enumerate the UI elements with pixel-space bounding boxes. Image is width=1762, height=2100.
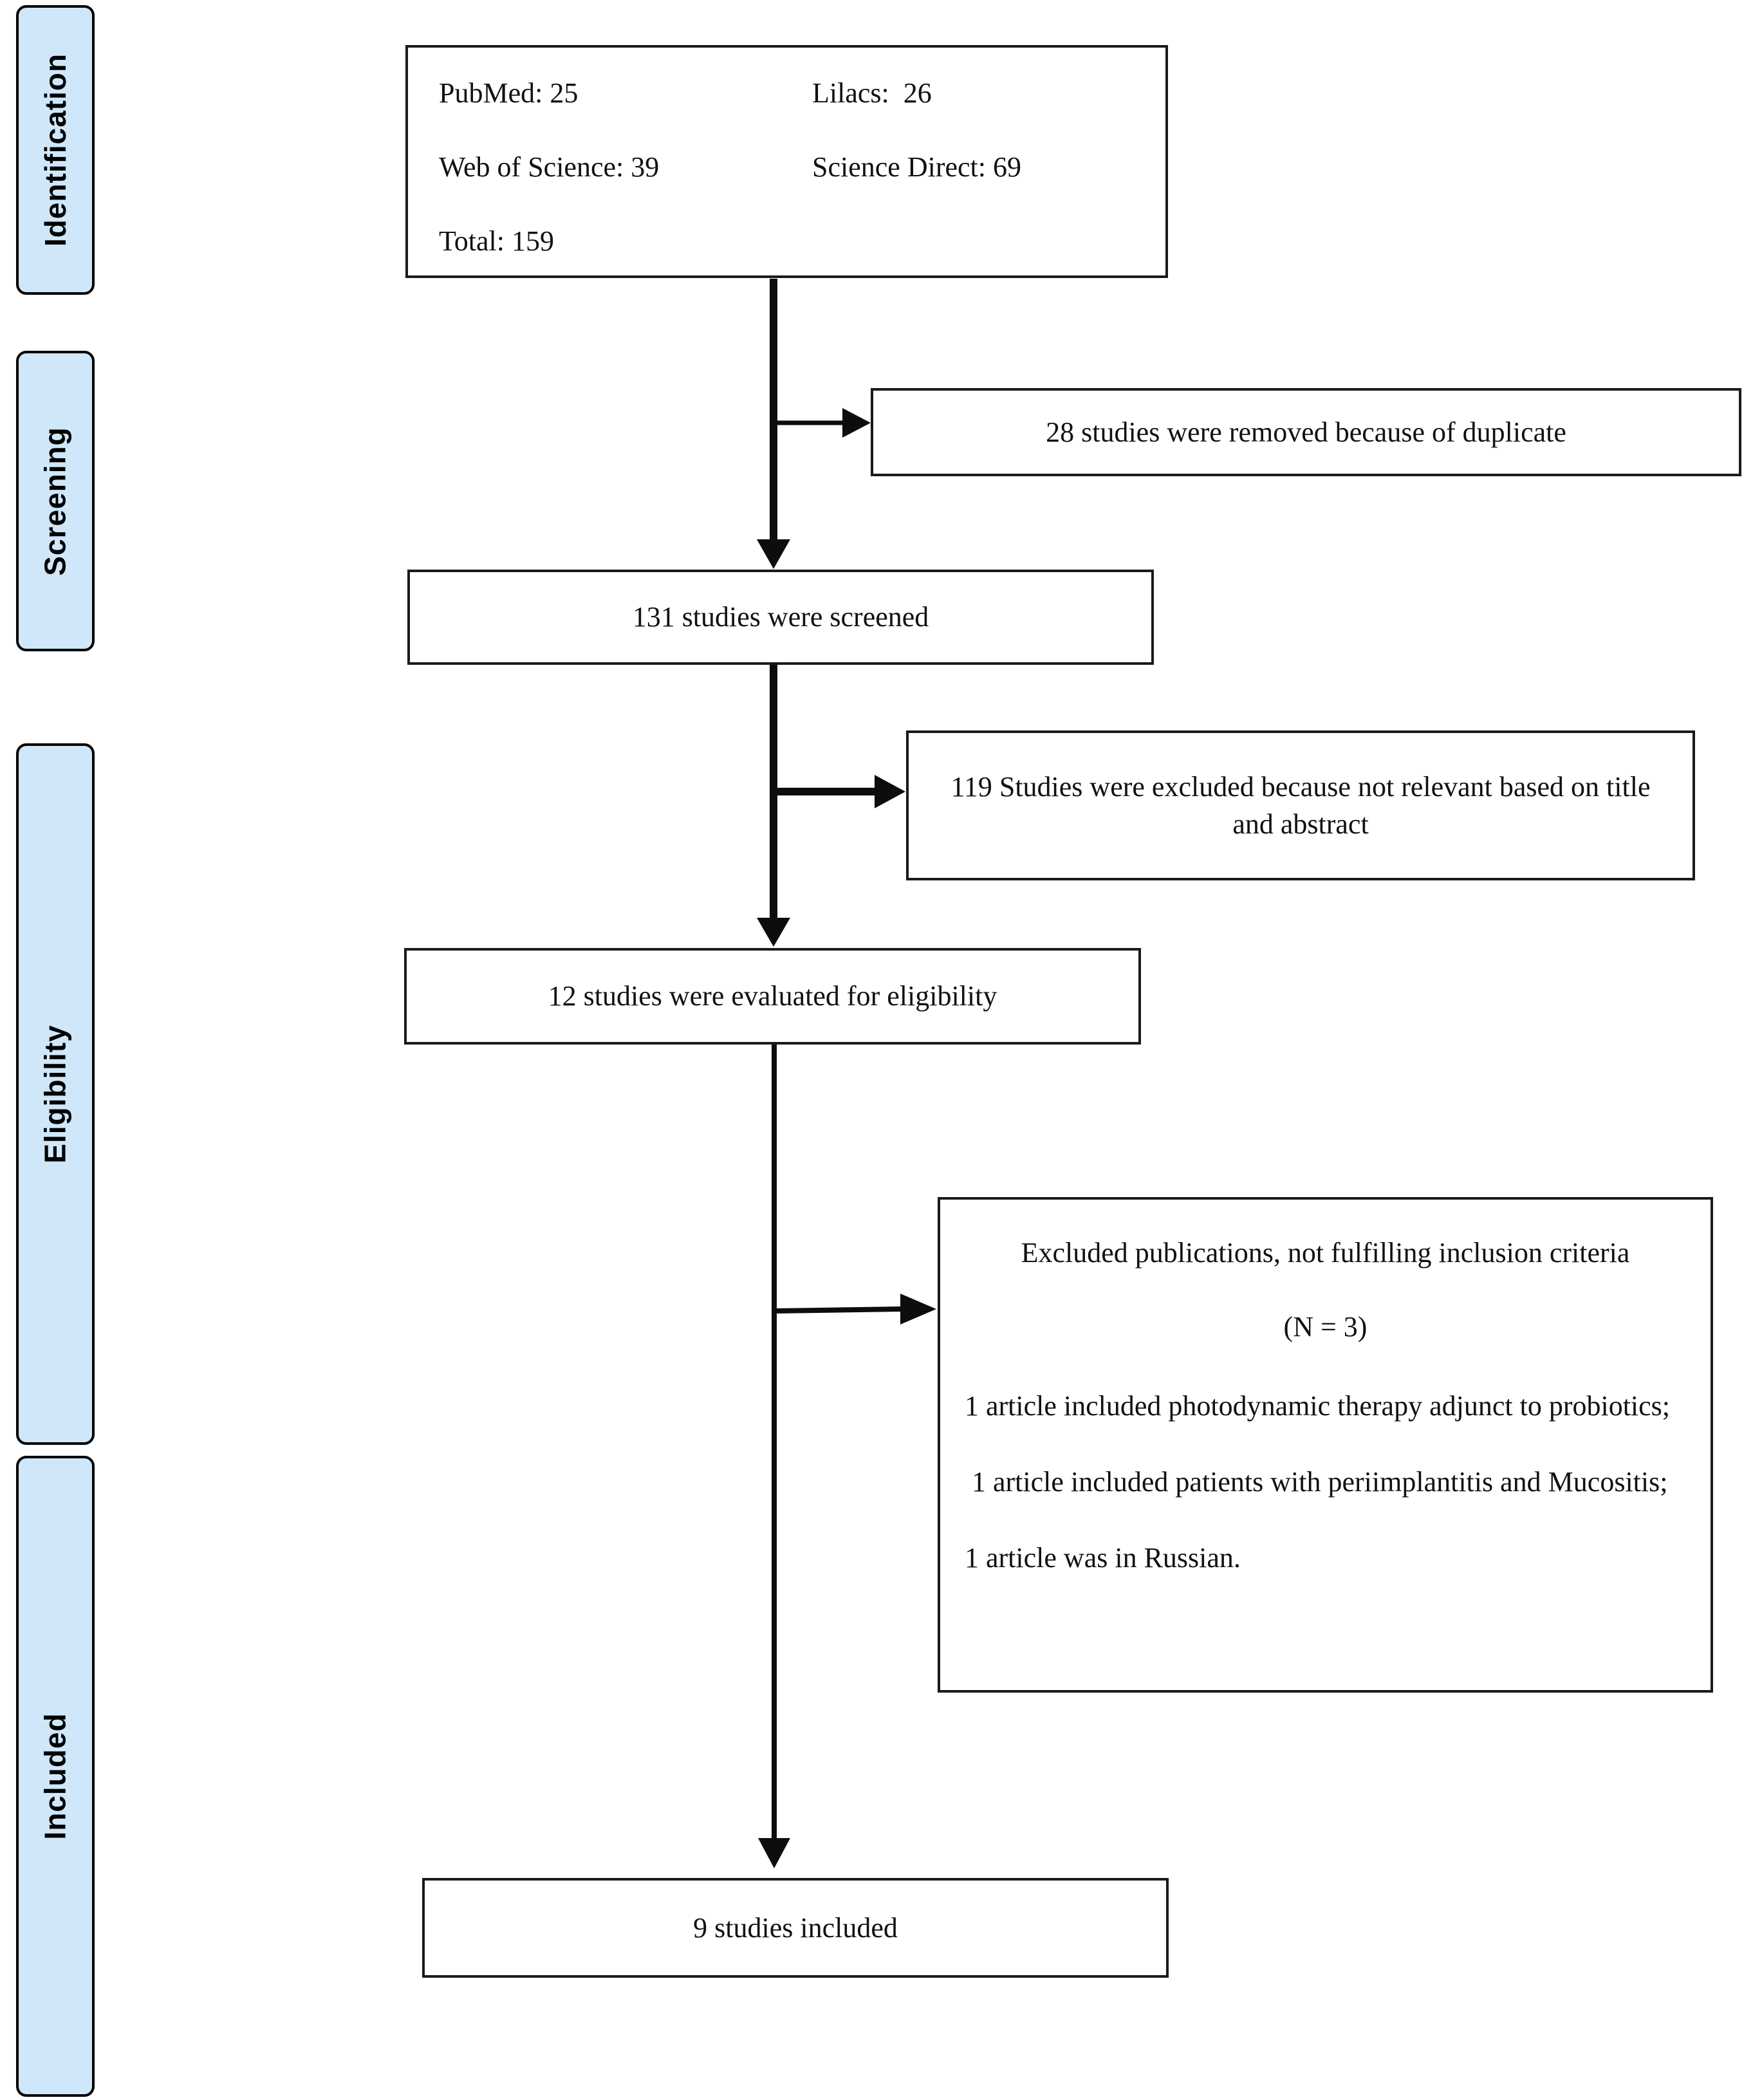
arrowhead-branch-duplicates xyxy=(842,408,871,438)
included-box: 9 studies included xyxy=(422,1878,1169,1978)
arrowhead-sources-to-screened xyxy=(757,539,790,569)
source-lilacs: Lilacs: 26 xyxy=(812,77,932,109)
excluded-criteria-title: Excluded publications, not fulfilling in… xyxy=(1021,1237,1630,1268)
stage-screening: Screening xyxy=(16,351,95,651)
stage-screening-label: Screening xyxy=(39,426,73,576)
stage-identification-label: Identification xyxy=(39,53,73,247)
arrowhead-screened-to-eligibility xyxy=(757,918,790,947)
included-text: 9 studies included xyxy=(693,1911,898,1944)
screened-box: 131 studies were screened xyxy=(407,570,1154,665)
source-web-of-science: Web of Science: 39 xyxy=(439,151,660,183)
stage-included: Included xyxy=(16,1456,95,2097)
excluded-reason-2: 1 article included patients with periimp… xyxy=(965,1466,1668,1498)
excluded-screening-text: 119 Studies were excluded because not re… xyxy=(951,771,1651,840)
sources-grid: PubMed: 25 Lilacs: 26 Web of Science: 39… xyxy=(408,48,1165,260)
excluded-reason-1: 1 article included photodynamic therapy … xyxy=(965,1390,1671,1422)
duplicates-removed-text: 28 studies were removed because of dupli… xyxy=(1046,416,1566,448)
sources-box: PubMed: 25 Lilacs: 26 Web of Science: 39… xyxy=(405,45,1168,278)
source-pubmed: PubMed: 25 xyxy=(439,77,579,109)
screened-text: 131 studies were screened xyxy=(632,601,929,633)
source-total: Total: 159 xyxy=(439,225,555,257)
excluded-criteria-count: (N = 3) xyxy=(1283,1311,1368,1343)
arrowhead-branch-excluded-screen xyxy=(875,775,905,808)
source-science-direct: Science Direct: 69 xyxy=(812,151,1021,183)
excluded-reason-3: 1 article was in Russian. xyxy=(965,1542,1241,1574)
stage-eligibility: Eligibility xyxy=(16,743,95,1445)
eligibility-box: 12 studies were evaluated for eligibilit… xyxy=(404,948,1141,1045)
arrowhead-branch-excluded-criteria xyxy=(900,1294,936,1324)
excluded-screening-box: 119 Studies were excluded because not re… xyxy=(906,730,1695,880)
arrow-line-branch-excluded-criteria xyxy=(774,1306,903,1314)
eligibility-text: 12 studies were evaluated for eligibilit… xyxy=(548,980,997,1012)
stage-included-label: Included xyxy=(39,1713,72,1840)
duplicates-removed-box: 28 studies were removed because of dupli… xyxy=(871,388,1741,476)
stage-eligibility-label: Eligibility xyxy=(39,1025,72,1164)
arrowhead-eligibility-to-included xyxy=(758,1838,790,1868)
excluded-criteria-box: Excluded publications, not fulfilling in… xyxy=(938,1197,1713,1693)
stage-identification: Identification xyxy=(16,5,95,295)
